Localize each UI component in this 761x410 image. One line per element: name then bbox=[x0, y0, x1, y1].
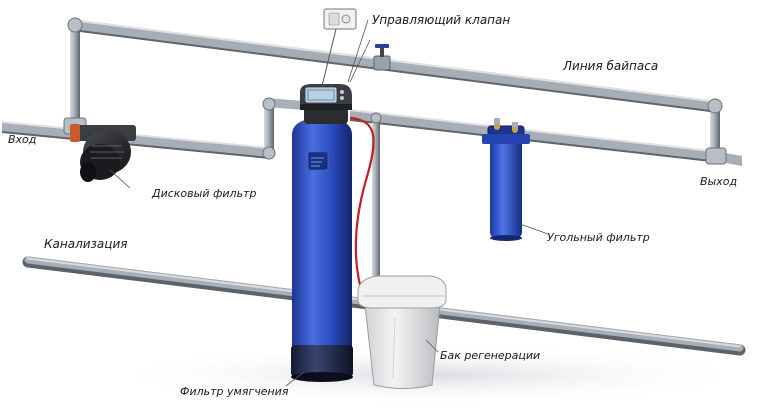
label-softener: Фильтр умягчения bbox=[180, 386, 288, 398]
label-control-valve: Управляющий клапан bbox=[372, 14, 510, 26]
inlet-pipe bbox=[2, 98, 304, 159]
label-bypass-line: Линия байпаса bbox=[563, 60, 658, 72]
label-inlet: Вход bbox=[8, 134, 36, 146]
power-socket bbox=[322, 9, 356, 86]
control-valve bbox=[300, 84, 352, 124]
label-sewer: Канализация bbox=[44, 238, 127, 250]
label-outlet: Выход bbox=[700, 176, 737, 188]
outlet-pipe bbox=[350, 110, 742, 166]
bypass-pipe bbox=[68, 18, 722, 155]
brine-tube bbox=[350, 118, 374, 285]
label-disc-filter: Дисковый фильтр bbox=[152, 188, 256, 200]
carbon-filter bbox=[482, 118, 530, 241]
softener-tank bbox=[291, 118, 353, 382]
label-regen-tank: Бак регенерации bbox=[440, 350, 540, 362]
bypass-valve bbox=[374, 44, 390, 70]
label-carbon-filter: Угольный фильтр bbox=[547, 232, 650, 244]
disc-filter bbox=[70, 124, 136, 182]
